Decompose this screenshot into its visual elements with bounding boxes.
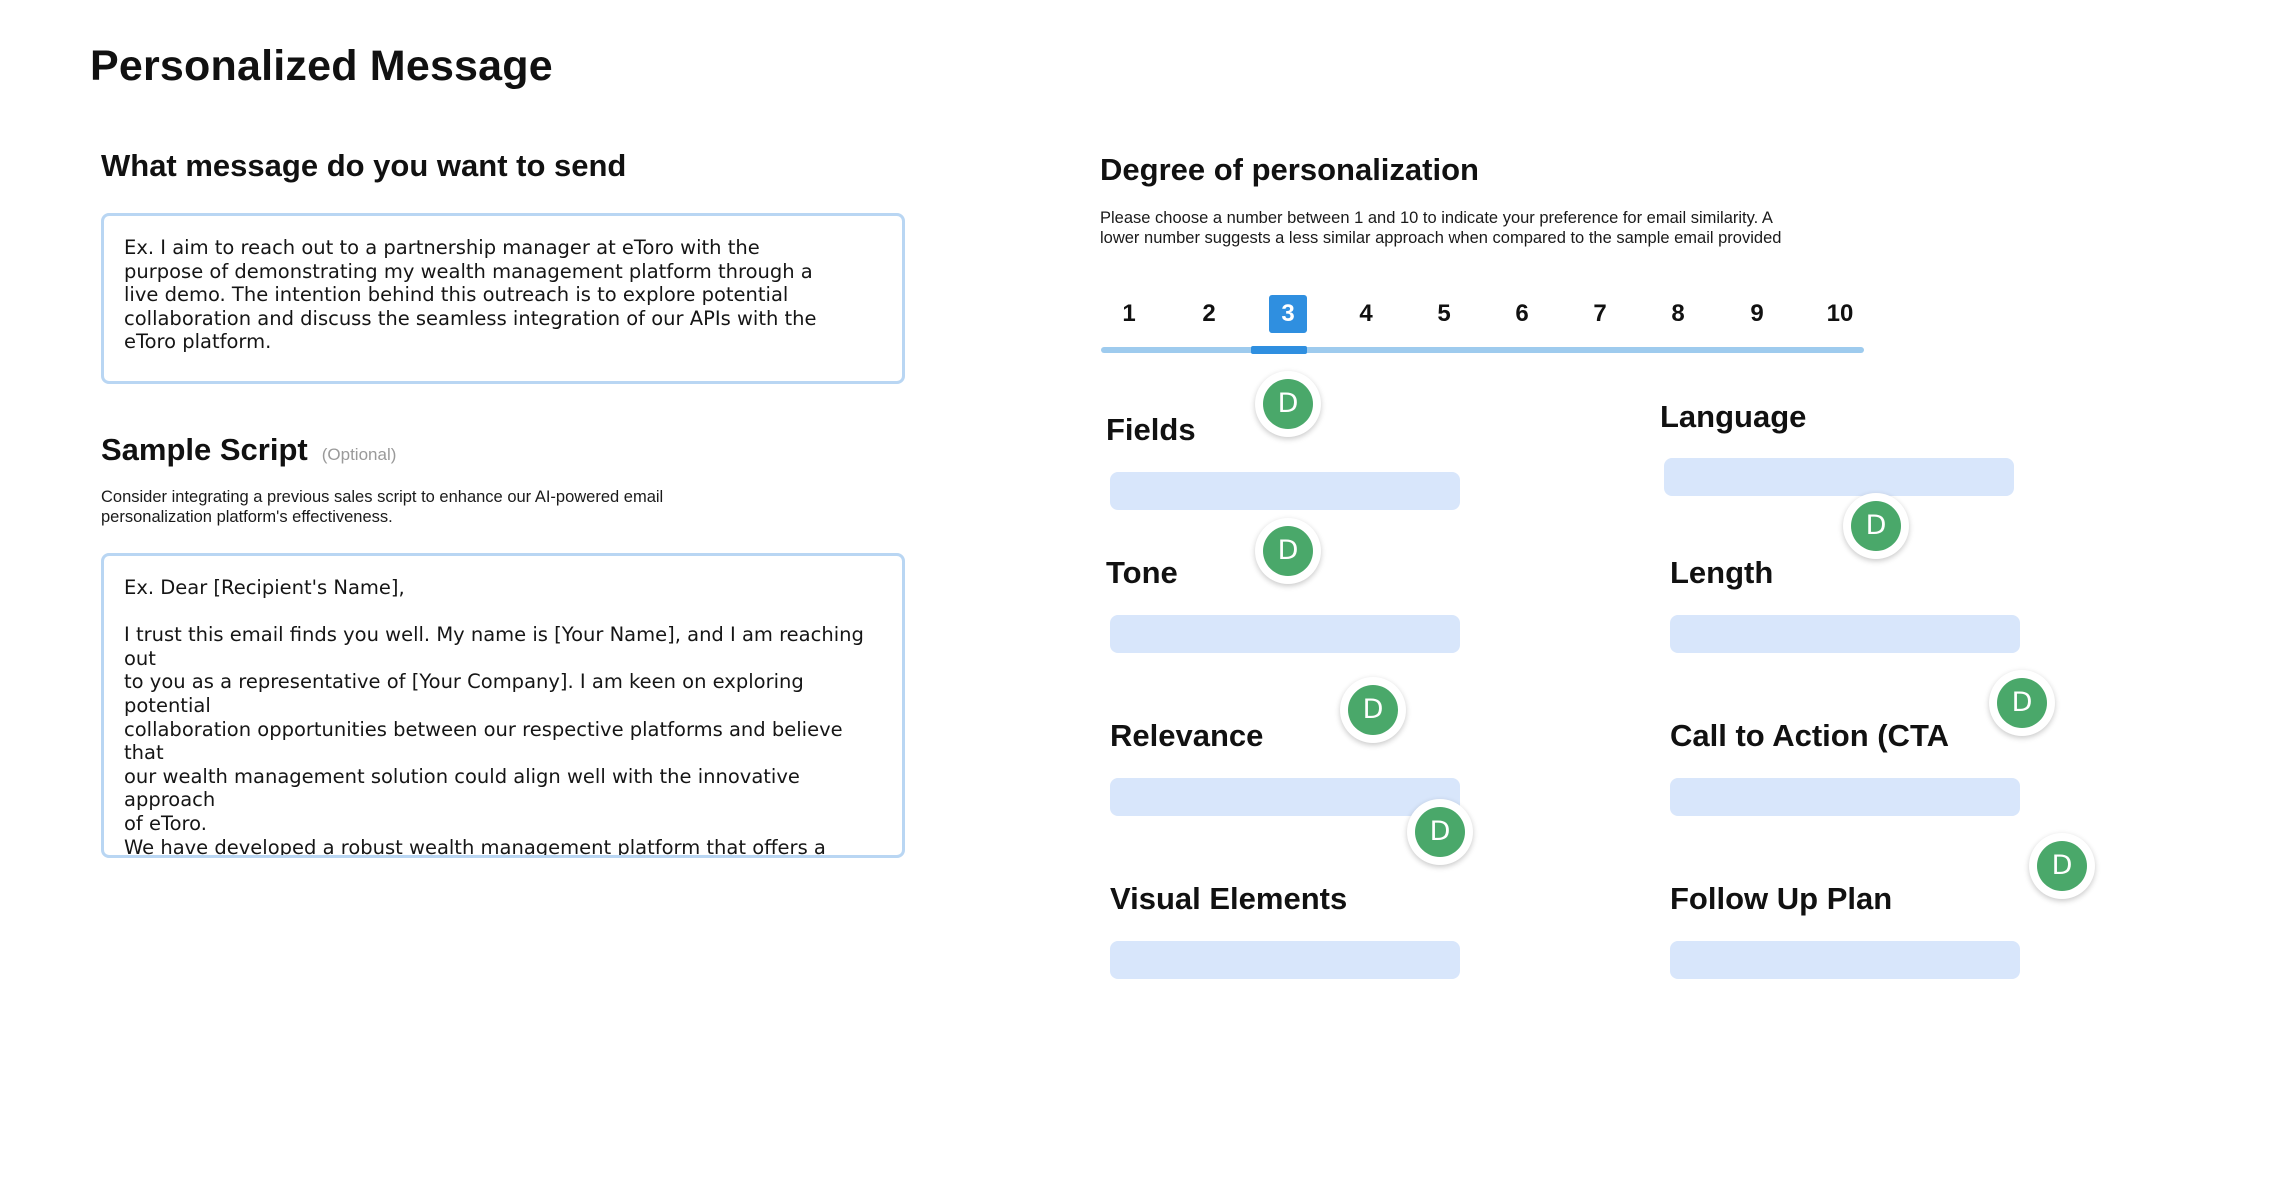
visual-elements-label: Visual Elements	[1110, 881, 1348, 916]
personalization-title: Degree of personalization	[1100, 152, 1479, 187]
visual-elements-input[interactable]	[1110, 941, 1460, 979]
avatar[interactable]: D	[1255, 518, 1321, 584]
avatar-initial: D	[1997, 678, 2047, 728]
avatar[interactable]: D	[1407, 799, 1473, 865]
scale-option-10[interactable]: 10	[1826, 300, 1854, 327]
avatar[interactable]: D	[1843, 493, 1909, 559]
relevance-input[interactable]	[1110, 778, 1460, 816]
sample-script-description: Consider integrating a previous sales sc…	[101, 488, 664, 526]
avatar[interactable]: D	[1255, 371, 1321, 437]
length-label: Length	[1670, 555, 1774, 590]
tone-label: Tone	[1106, 555, 1178, 590]
scale-option-6[interactable]: 6	[1515, 300, 1529, 327]
sample-script-textarea[interactable]: Ex. Dear [Recipient's Name], I trust thi…	[101, 553, 905, 858]
language-input[interactable]	[1664, 458, 2014, 496]
avatar[interactable]: D	[1989, 670, 2055, 736]
avatar-initial: D	[1851, 501, 1901, 551]
optional-label: (Optional)	[321, 445, 397, 464]
length-input[interactable]	[1670, 615, 2020, 653]
scale-option-2[interactable]: 2	[1202, 300, 1216, 327]
follow-up-plan-input[interactable]	[1670, 941, 2020, 979]
avatar-initial: D	[1263, 379, 1313, 429]
fields-label: Fields	[1106, 412, 1196, 447]
follow-up-plan-label: Follow Up Plan	[1670, 881, 1893, 916]
scale-option-1[interactable]: 1	[1122, 300, 1136, 327]
sample-script-title: Sample Script (Optional)	[101, 432, 396, 468]
scale-track-selected	[1251, 346, 1307, 354]
avatar-initial: D	[1263, 526, 1313, 576]
avatar-initial: D	[2037, 841, 2087, 891]
cta-input[interactable]	[1670, 778, 2020, 816]
page-title: Personalized Message	[90, 42, 553, 90]
scale-option-4[interactable]: 4	[1359, 300, 1373, 327]
tone-input[interactable]	[1110, 615, 1460, 653]
avatar-initial: D	[1348, 685, 1398, 735]
scale-track[interactable]	[1101, 347, 1864, 353]
message-textarea[interactable]: Ex. I aim to reach out to a partnership …	[101, 213, 905, 384]
avatar-initial: D	[1415, 807, 1465, 857]
scale-option-9[interactable]: 9	[1750, 300, 1764, 327]
personalization-description: Please choose a number between 1 and 10 …	[1100, 209, 1782, 247]
fields-input[interactable]	[1110, 472, 1460, 510]
avatar[interactable]: D	[2029, 833, 2095, 899]
scale-option-5[interactable]: 5	[1437, 300, 1451, 327]
message-section-title: What message do you want to send	[101, 148, 627, 183]
cta-label: Call to Action (CTA	[1670, 718, 1949, 753]
relevance-label: Relevance	[1110, 718, 1264, 753]
sample-script-title-text: Sample Script	[101, 432, 308, 467]
avatar[interactable]: D	[1340, 677, 1406, 743]
scale-option-8[interactable]: 8	[1671, 300, 1685, 327]
scale-option-3[interactable]: 3	[1269, 295, 1307, 333]
scale-option-7[interactable]: 7	[1593, 300, 1607, 327]
language-label: Language	[1660, 399, 1807, 434]
